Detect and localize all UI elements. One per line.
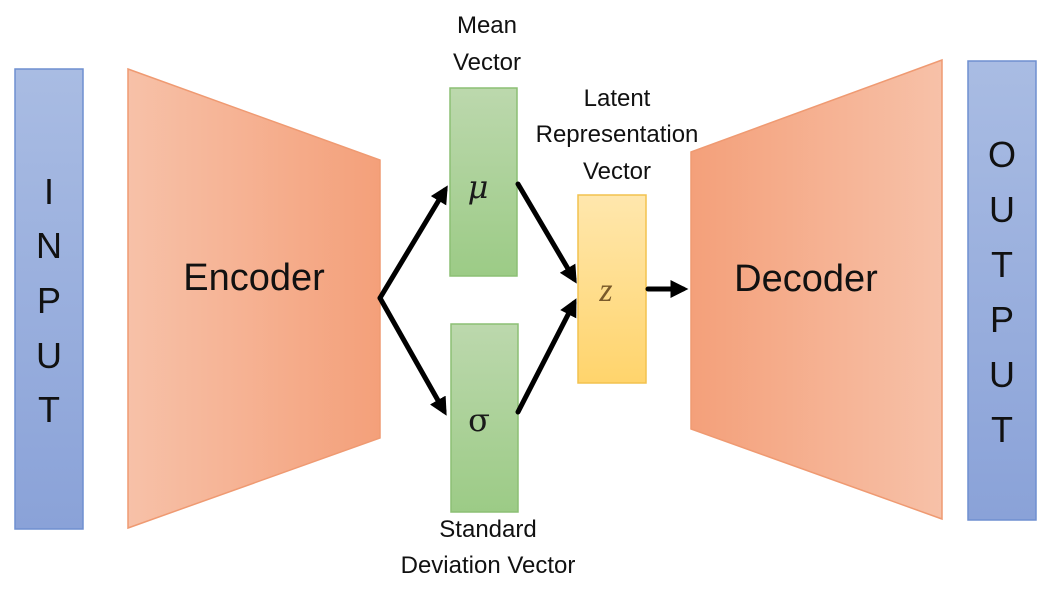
- latent-vector-block: Latent Representation Vector z: [536, 85, 699, 384]
- input-letter: N: [36, 225, 62, 266]
- arrow-encoder-to-std: [377, 295, 447, 416]
- input-block: I N P U T: [14, 68, 84, 530]
- mean-vector-block: Mean Vector μ: [449, 12, 521, 277]
- arrow-mean-to-z: [515, 181, 577, 284]
- encoder-block: Encoder: [127, 67, 381, 530]
- output-bar: [967, 60, 1037, 521]
- decoder-label: Decoder: [734, 258, 878, 300]
- latent-label-line1: Latent: [584, 85, 651, 112]
- output-letter: T: [991, 409, 1013, 450]
- input-letter: U: [36, 335, 62, 376]
- input-bar: [14, 68, 84, 530]
- std-vector-box: [450, 323, 519, 513]
- decoder-block: Decoder: [690, 58, 943, 521]
- arrow-encoder-to-mean: [377, 185, 448, 301]
- latent-vector-box: [577, 194, 647, 384]
- std-label-line1: Standard: [439, 516, 536, 543]
- output-letter: T: [991, 244, 1013, 285]
- output-letter: U: [989, 189, 1015, 230]
- std-vector-block: σ Standard Deviation Vector: [401, 323, 576, 579]
- input-letter: I: [44, 171, 54, 212]
- latent-label-line2: Representation: [536, 121, 699, 148]
- input-letter: P: [37, 280, 61, 321]
- mean-symbol: μ: [468, 168, 489, 206]
- encoder-shape: [127, 67, 381, 530]
- encoder-label: Encoder: [183, 257, 325, 299]
- output-letter: P: [990, 299, 1014, 340]
- output-letter: U: [989, 354, 1015, 395]
- latent-label-line3: Vector: [583, 158, 651, 185]
- std-label-line2: Deviation Vector: [401, 552, 576, 579]
- decoder-shape: [690, 58, 943, 521]
- output-block: O U T P U T: [967, 60, 1037, 521]
- arrow-std-to-z: [515, 298, 577, 415]
- mean-label-line1: Mean: [457, 12, 517, 39]
- mean-vector-box: [449, 87, 518, 277]
- output-letter: O: [988, 134, 1016, 175]
- latent-symbol: z: [598, 272, 612, 309]
- input-letter: T: [38, 389, 60, 430]
- std-symbol: σ: [468, 401, 490, 439]
- mean-label-line2: Vector: [453, 49, 521, 76]
- arrows: [377, 181, 689, 416]
